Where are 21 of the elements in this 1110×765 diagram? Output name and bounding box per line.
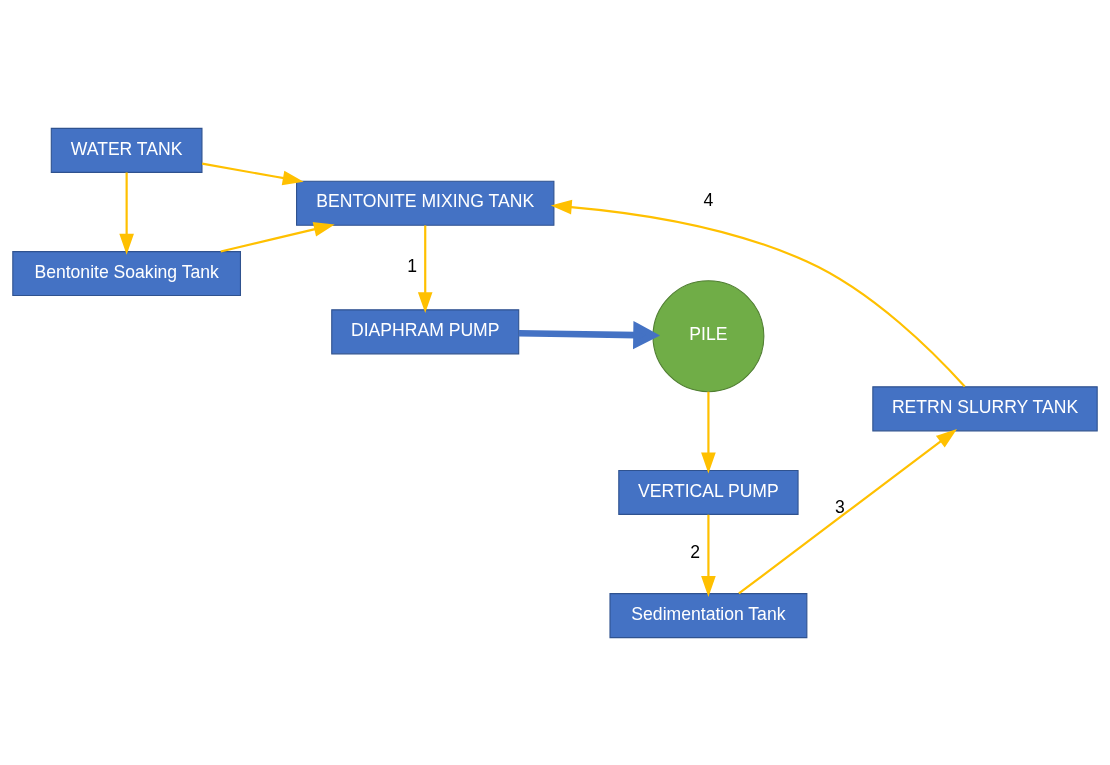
arrow: [518, 320, 661, 349]
node-box: VERTICAL PUMP: [618, 469, 799, 515]
edge-label: 4: [703, 189, 714, 210]
arrow: [701, 391, 716, 473]
arrow: [201, 162, 304, 185]
node-box: DIAPHRAM PUMP: [331, 308, 520, 354]
edge-label: 2: [690, 541, 701, 562]
node-circle: PILE: [652, 279, 765, 392]
arrow: [550, 199, 966, 387]
node-box: BENTONITE MIXING TANK: [296, 180, 555, 226]
node-box: WATER TANK: [50, 127, 203, 173]
node-box: RETRN SLURRY TANK: [872, 385, 1098, 431]
arrow: [738, 428, 957, 594]
arrow: [417, 224, 433, 313]
node-box: Bentonite Soaking Tank: [12, 250, 241, 296]
edge-label: 3: [834, 496, 845, 517]
node-box: Sedimentation Tank: [609, 592, 808, 638]
arrow: [220, 221, 335, 253]
arrow: [701, 514, 716, 597]
arrow: [119, 172, 134, 255]
edge-label: 1: [407, 255, 417, 276]
